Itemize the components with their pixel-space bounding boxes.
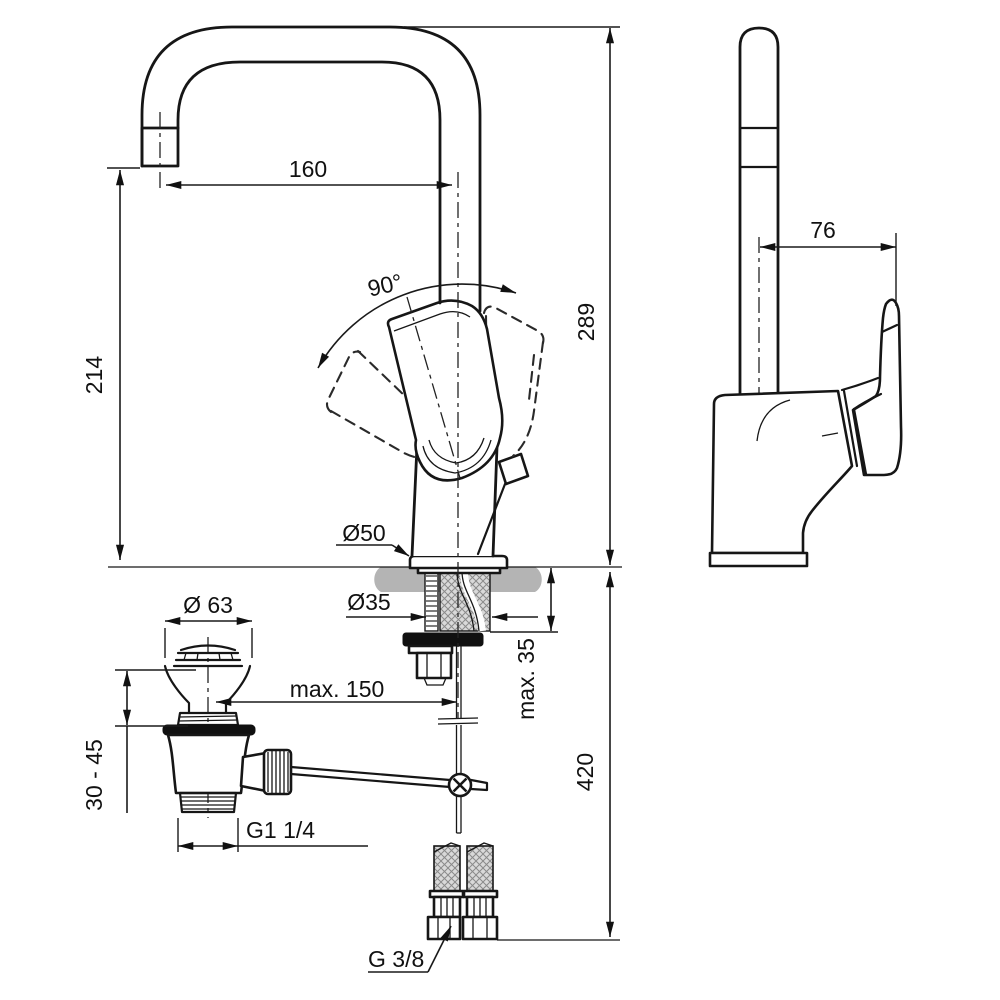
dim-label-drain-deck-range: 30 - 45 <box>81 739 107 811</box>
pop-up-plug <box>172 644 244 668</box>
side-handle <box>851 298 903 477</box>
dim-label-spout-reach: 160 <box>289 156 327 182</box>
dim-label-hole-diameter: Ø35 <box>347 589 390 615</box>
mounting-nut <box>415 651 453 686</box>
dim-label-drain-flange-diameter: Ø 63 <box>183 592 233 618</box>
supply-hoses <box>426 842 620 941</box>
dimensions: 160 90° 289 214 76 Ø50 Ø35 max. 35 420 Ø… <box>81 26 897 973</box>
dim-label-depth-below-deck: 420 <box>572 753 598 791</box>
drain-lower-body <box>166 733 293 814</box>
side-view <box>708 26 903 568</box>
pop-up-lever <box>289 765 489 798</box>
side-base-plate <box>708 551 809 568</box>
body-left-edge <box>410 444 419 558</box>
side-spout-bands <box>738 126 780 169</box>
hose-left <box>433 845 461 892</box>
shank-thread-lines <box>426 575 437 627</box>
body-right-edge <box>491 445 499 558</box>
swivel-arc <box>317 283 517 369</box>
hose-right <box>466 845 494 892</box>
cap-seam <box>842 389 859 468</box>
side-lever-boss <box>497 452 530 486</box>
mounting-shank <box>424 570 491 632</box>
dim-label-drain-thread: G1 1/4 <box>246 817 315 843</box>
hose-fitting-left <box>426 889 465 941</box>
leader-arrow-o50 <box>391 544 410 557</box>
front-view <box>108 25 622 834</box>
dim-label-supply-thread: G 3/8 <box>368 946 424 972</box>
dim-label-rod-reach: max. 150 <box>290 676 385 702</box>
hose-fitting-right <box>461 889 499 941</box>
dim-label-base-diameter: Ø50 <box>342 520 385 546</box>
dim-label-handle-projection: 76 <box>810 217 836 243</box>
clamp-washer <box>402 632 484 647</box>
handle-underside-top <box>840 376 880 392</box>
leader-arrow-g38 <box>427 925 452 973</box>
body-contour-line <box>756 399 839 442</box>
drain-assembly <box>162 637 489 818</box>
dim-label-max-deck-thickness: max. 35 <box>513 638 539 720</box>
dim-label-height-above-deck: 289 <box>573 303 599 341</box>
side-body <box>710 389 854 555</box>
dim-label-outlet-height: 214 <box>81 356 107 395</box>
boss-edge-line <box>476 482 507 556</box>
side-spout-tube <box>738 26 780 400</box>
handle-hook-edge <box>852 407 868 476</box>
handle-underside-bottom <box>852 392 883 411</box>
handle-tip-band <box>880 323 899 334</box>
